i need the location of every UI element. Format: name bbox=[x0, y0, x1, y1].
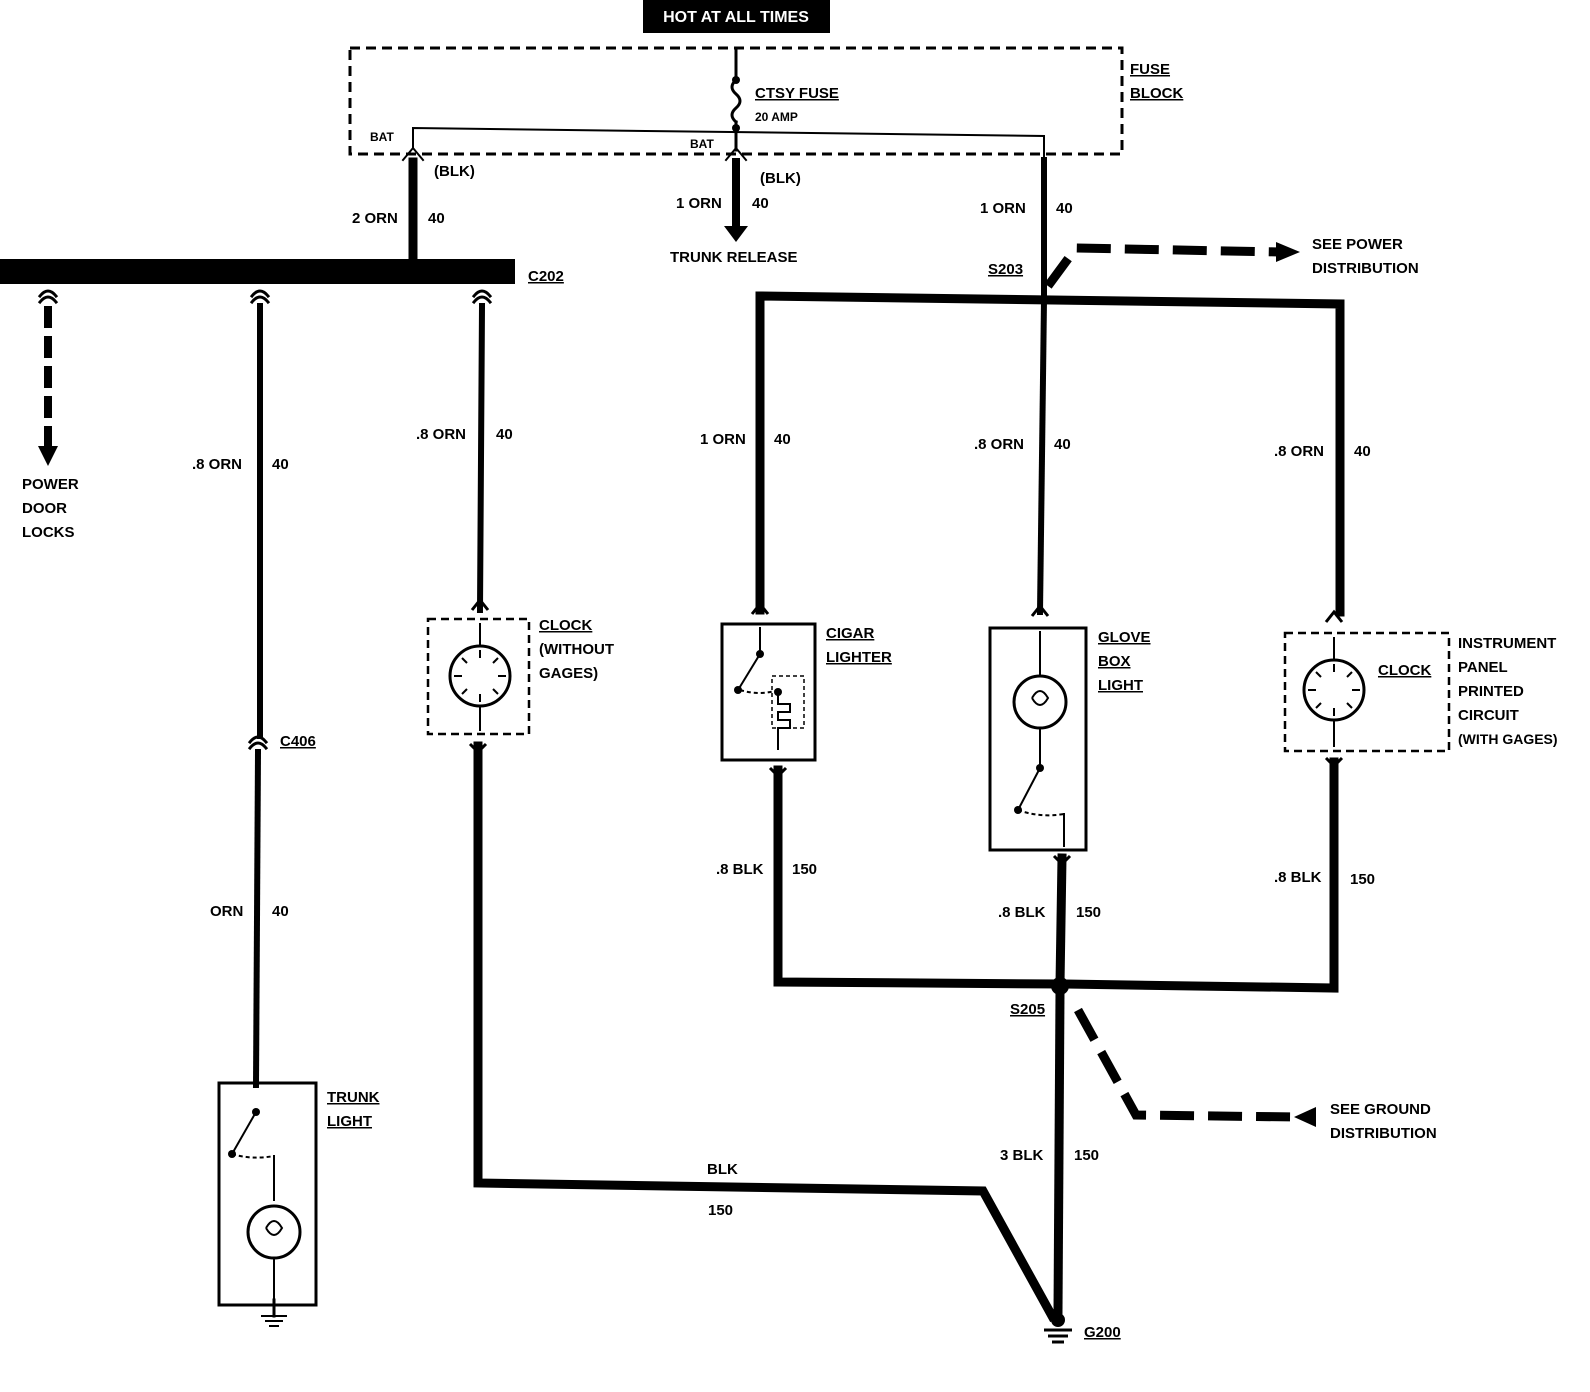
fuse-block-label: FUSE bbox=[1130, 61, 1170, 78]
see-ground-2: DISTRIBUTION bbox=[1330, 1125, 1437, 1142]
main-gnd-circuit: 150 bbox=[1074, 1147, 1099, 1164]
lighter-feed-gauge: 1 ORN bbox=[700, 431, 746, 448]
trunk-light-box bbox=[217, 1081, 318, 1307]
power-door-locks-2: DOOR bbox=[22, 500, 67, 517]
trunk-light-label-1: TRUNK bbox=[327, 1089, 380, 1106]
trunk-light-label-2: LIGHT bbox=[327, 1113, 372, 1130]
trunk-release-label: TRUNK RELEASE bbox=[670, 249, 798, 266]
glove-label-3: LIGHT bbox=[1098, 677, 1143, 694]
feed-left-circuit: 40 bbox=[428, 210, 445, 227]
fuse-name: CTSY FUSE bbox=[755, 85, 839, 102]
power-door-locks-1: POWER bbox=[22, 476, 79, 493]
s203-splice: S203 SEE POWER DISTRIBUTION bbox=[755, 236, 1419, 617]
connector-chevrons bbox=[468, 597, 1344, 867]
fuse-symbol bbox=[730, 77, 742, 125]
trunk-release-circuit: 40 bbox=[752, 195, 769, 212]
glove-feed-circuit: 40 bbox=[1054, 436, 1071, 453]
trunk-light-lower-circuit: 40 bbox=[272, 903, 289, 920]
ip-feed-circuit: 40 bbox=[1354, 443, 1371, 460]
terminal-left bbox=[401, 146, 425, 162]
hot-at-all-times-banner: HOT AT ALL TIMES bbox=[643, 0, 830, 33]
trunk-light-upper-gauge: .8 ORN bbox=[192, 456, 242, 473]
glove-gnd-circuit: 150 bbox=[1076, 904, 1101, 921]
glove-box-light-box bbox=[988, 626, 1088, 852]
fuse-block-label-2: BLOCK bbox=[1130, 85, 1183, 102]
ip-label-4: CIRCUIT bbox=[1458, 707, 1519, 724]
glove-feed-gauge: .8 ORN bbox=[974, 436, 1024, 453]
c406-label: C406 bbox=[280, 733, 316, 750]
trunk-light-lower-gauge: ORN bbox=[210, 903, 243, 920]
instrument-panel-clock-branch: .8 ORN 40 CLOCK INSTRUMENT PANEL PRINTED… bbox=[1057, 443, 1558, 993]
clock-gnd-circuit: 150 bbox=[708, 1202, 733, 1219]
power-door-locks-3: LOCKS bbox=[22, 524, 75, 541]
see-power-2: DISTRIBUTION bbox=[1312, 260, 1419, 277]
main-gnd-gauge: 3 BLK bbox=[1000, 1147, 1044, 1164]
bat-left-label: BAT bbox=[370, 130, 394, 144]
clock-feed-circuit: 40 bbox=[496, 426, 513, 443]
cigar-lighter-branch: 1 ORN 40 CIGAR LIGHTER .8 BLK 150 bbox=[700, 431, 1063, 989]
bat-center-label: BAT bbox=[690, 137, 714, 151]
trunk-release-gauge: 1 ORN bbox=[676, 195, 722, 212]
ip-feed-gauge: .8 ORN bbox=[1274, 443, 1324, 460]
terminal-center bbox=[724, 146, 748, 162]
g200-label: G200 bbox=[1084, 1324, 1121, 1341]
see-ground-1: SEE GROUND bbox=[1330, 1101, 1431, 1118]
cigar-label-1: CIGAR bbox=[826, 625, 875, 642]
blk-left-label: (BLK) bbox=[434, 163, 475, 180]
trunk-light-branch: .8 ORN 40 C406 ORN 40 TRUNK LIGHT bbox=[192, 289, 380, 1327]
trunk-release-arrow bbox=[724, 226, 748, 242]
clock-gnd-gauge: BLK bbox=[707, 1161, 738, 1178]
feed-right-gauge: 1 ORN bbox=[980, 200, 1026, 217]
ip-label-3: PRINTED bbox=[1458, 683, 1524, 700]
s205-label: S205 bbox=[1010, 1001, 1045, 1018]
s203-label: S203 bbox=[988, 261, 1023, 278]
ip-clock-label: CLOCK bbox=[1378, 662, 1431, 679]
glove-box-light-branch: .8 ORN 40 GLOVE BOX LIGHT .8 BLK 150 bbox=[974, 436, 1151, 989]
fuse-rating: 20 AMP bbox=[755, 110, 798, 124]
trunk-light-upper-circuit: 40 bbox=[272, 456, 289, 473]
lighter-gnd-gauge: .8 BLK bbox=[716, 861, 764, 878]
clock-label-2: (WITHOUT bbox=[539, 641, 614, 658]
clock-without-gages-box bbox=[426, 617, 531, 736]
instrument-panel-box bbox=[1283, 631, 1451, 753]
clock-without-gages-branch: .8 ORN 40 CLOCK (WITHOUT GAGES) BLK 150 bbox=[416, 289, 1059, 1323]
glove-box-bulb-icon bbox=[1012, 674, 1068, 730]
lighter-gnd-circuit: 150 bbox=[792, 861, 817, 878]
s205-splice: S205 SEE GROUND DISTRIBUTION 3 BLK 150 G… bbox=[1000, 977, 1437, 1344]
clock-feed-gauge: .8 ORN bbox=[416, 426, 466, 443]
ip-label-1: INSTRUMENT bbox=[1458, 635, 1556, 652]
ip-label-2: PANEL bbox=[1458, 659, 1508, 676]
c406-connector bbox=[247, 735, 269, 751]
clock-label-1: CLOCK bbox=[539, 617, 592, 634]
ip-label-5: (WITH GAGES) bbox=[1458, 731, 1558, 747]
cigar-lighter-box bbox=[720, 622, 817, 762]
g200-ground-icon bbox=[1044, 1313, 1072, 1344]
banner-text: HOT AT ALL TIMES bbox=[663, 9, 809, 26]
ip-gnd-gauge: .8 BLK bbox=[1274, 869, 1322, 886]
see-power-1: SEE POWER bbox=[1312, 236, 1403, 253]
blk-center-label: (BLK) bbox=[760, 170, 801, 187]
trunk-light-bulb-icon bbox=[246, 1204, 302, 1260]
cigar-label-2: LIGHTER bbox=[826, 649, 892, 666]
fuse-block: FUSE BLOCK CTSY FUSE 20 AMP BAT BAT bbox=[348, 46, 1183, 162]
glove-gnd-gauge: .8 BLK bbox=[998, 904, 1046, 921]
glove-label-1: GLOVE bbox=[1098, 629, 1151, 646]
heating-element-icon bbox=[777, 694, 791, 750]
trunk-light-ground-icon bbox=[261, 1298, 287, 1327]
feed-left-gauge: 2 ORN bbox=[352, 210, 398, 227]
power-door-locks-branch: POWER DOOR LOCKS bbox=[22, 289, 79, 541]
lighter-feed-circuit: 40 bbox=[774, 431, 791, 448]
c202-connector-bar bbox=[0, 259, 515, 284]
ip-gnd-circuit: 150 bbox=[1350, 871, 1375, 888]
feed-right-circuit: 40 bbox=[1056, 200, 1073, 217]
c202-label: C202 bbox=[528, 268, 564, 285]
glove-label-2: BOX bbox=[1098, 653, 1131, 670]
clock-label-3: GAGES) bbox=[539, 665, 598, 682]
